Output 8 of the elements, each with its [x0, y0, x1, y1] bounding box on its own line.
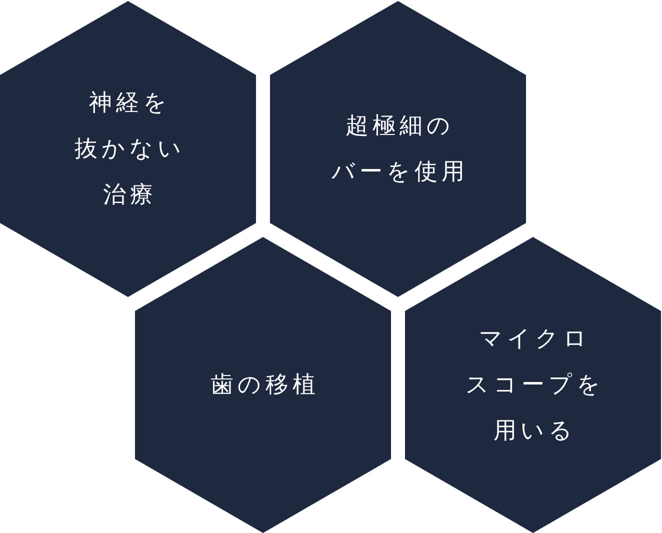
hexagon	[135, 237, 391, 533]
hexagon	[0, 1, 256, 297]
hexagon	[270, 1, 526, 297]
node-label: 超極細のバーを使用	[330, 112, 468, 187]
node-label: マイクロスコープを用いる	[464, 325, 604, 446]
node-label: 神経を抜かない治療	[74, 89, 186, 210]
hexagon	[405, 237, 661, 533]
node-label: 歯の移植	[210, 371, 320, 400]
